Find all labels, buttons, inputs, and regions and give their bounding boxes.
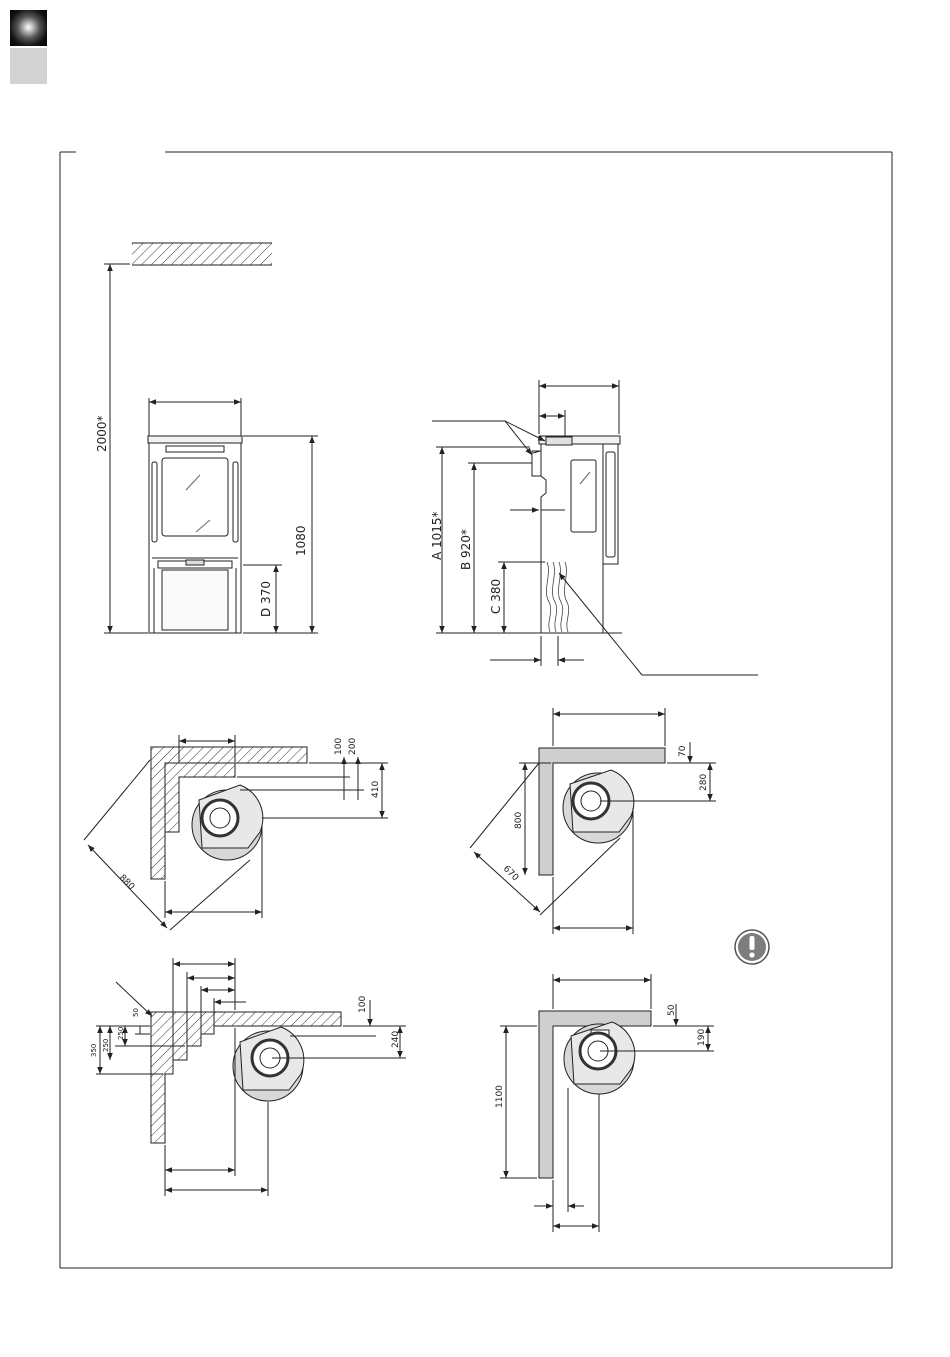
label-p1-880: 880 [117, 873, 136, 892]
label-p2-70: 70 [678, 745, 688, 757]
plan-combustible-corner [84, 735, 388, 930]
label-p4-190: 190 [697, 1029, 707, 1046]
label-p4-1100: 1100 [495, 1085, 505, 1108]
front-stove-top [148, 436, 242, 443]
corner-marker-light [10, 48, 47, 84]
plan-noncombustible-wall [500, 974, 714, 1232]
label-p3-50: 50 [132, 1008, 140, 1017]
corner-marker-dark [10, 10, 47, 46]
label-p2-800: 800 [514, 812, 524, 829]
label-p3-100: 100 [358, 996, 368, 1013]
label-p2-280: 280 [699, 774, 709, 791]
label-p1-100: 100 [334, 738, 344, 755]
label-p3-240: 240 [391, 1031, 401, 1048]
label-p1-410: 410 [371, 781, 381, 798]
label-dim-c: C 380 [489, 579, 503, 614]
label-p3-250b: 250 [102, 1039, 110, 1052]
page-frame [60, 152, 892, 1268]
label-dim-b: B 920* [459, 529, 473, 570]
side-view [432, 380, 758, 675]
label-dim-d: D 370 [259, 581, 273, 617]
plan-noncombustible-corner [470, 708, 716, 934]
label-p3-250a: 250 [117, 1027, 125, 1040]
label-dim-a: A 1015* [430, 511, 444, 560]
label-ceiling-height: 2000* [95, 415, 109, 452]
front-view [104, 243, 318, 633]
side-flue-outlet [546, 437, 572, 445]
label-stove-height: 1080 [294, 525, 308, 556]
label-p2-670: 670 [501, 864, 520, 883]
warning-icon [735, 930, 769, 964]
label-p1-200: 200 [348, 738, 358, 755]
front-storage-door [162, 570, 228, 630]
ceiling-hatch [132, 243, 272, 265]
label-p4-50: 50 [667, 1004, 677, 1016]
label-p3-350: 350 [90, 1044, 98, 1057]
plan-combustible-wall [96, 958, 406, 1196]
